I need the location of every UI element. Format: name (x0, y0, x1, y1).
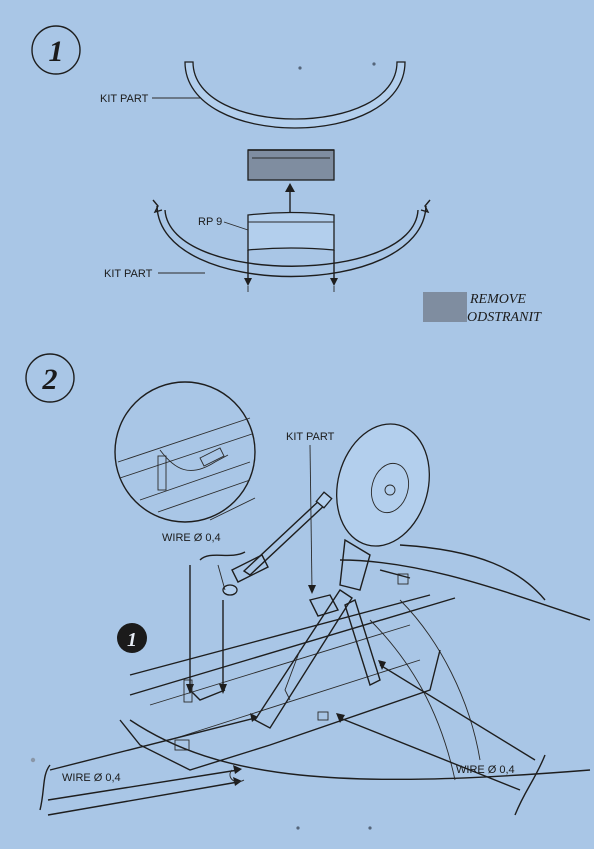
label-kit-part-strut: KIT PART (286, 431, 335, 443)
step-2-badge: 2 (25, 353, 75, 403)
detail-inset (114, 381, 256, 523)
wire-upper (183, 551, 246, 703)
step-2-number: 2 (42, 363, 58, 396)
kit-part-lower-arc (152, 199, 431, 292)
legend-swatch (423, 292, 467, 322)
legend-line1: REMOVE (469, 292, 526, 307)
step-1-badge: 1 (31, 25, 81, 75)
retraction-strut (222, 491, 333, 596)
rp9-part (244, 211, 338, 286)
label-wire-right: WIRE Ø 0,4 (456, 764, 515, 776)
wire-left (39, 713, 258, 816)
reference-marker-number: 1 (127, 629, 137, 651)
wing-surface (129, 544, 591, 781)
label-wire-left: WIRE Ø 0,4 (62, 772, 121, 784)
wire-right (336, 660, 546, 816)
legend-remove: REMOVE ODSTRANIT (423, 292, 542, 325)
legend-line2: ODSTRANIT (467, 310, 542, 325)
arrow-up (285, 183, 295, 212)
label-kit-part-bottom: KIT PART (104, 268, 153, 280)
label-wire-upper: WIRE Ø 0,4 (162, 532, 221, 544)
label-rp9: RP 9 (198, 216, 222, 228)
wheel-bay (119, 624, 441, 771)
reference-marker: 1 (117, 623, 147, 653)
removed-area (247, 149, 335, 181)
label-kit-part-top: KIT PART (100, 93, 149, 105)
landing-gear (253, 423, 430, 729)
step-1-number: 1 (49, 35, 64, 68)
kit-part-upper-crescent (184, 61, 406, 181)
